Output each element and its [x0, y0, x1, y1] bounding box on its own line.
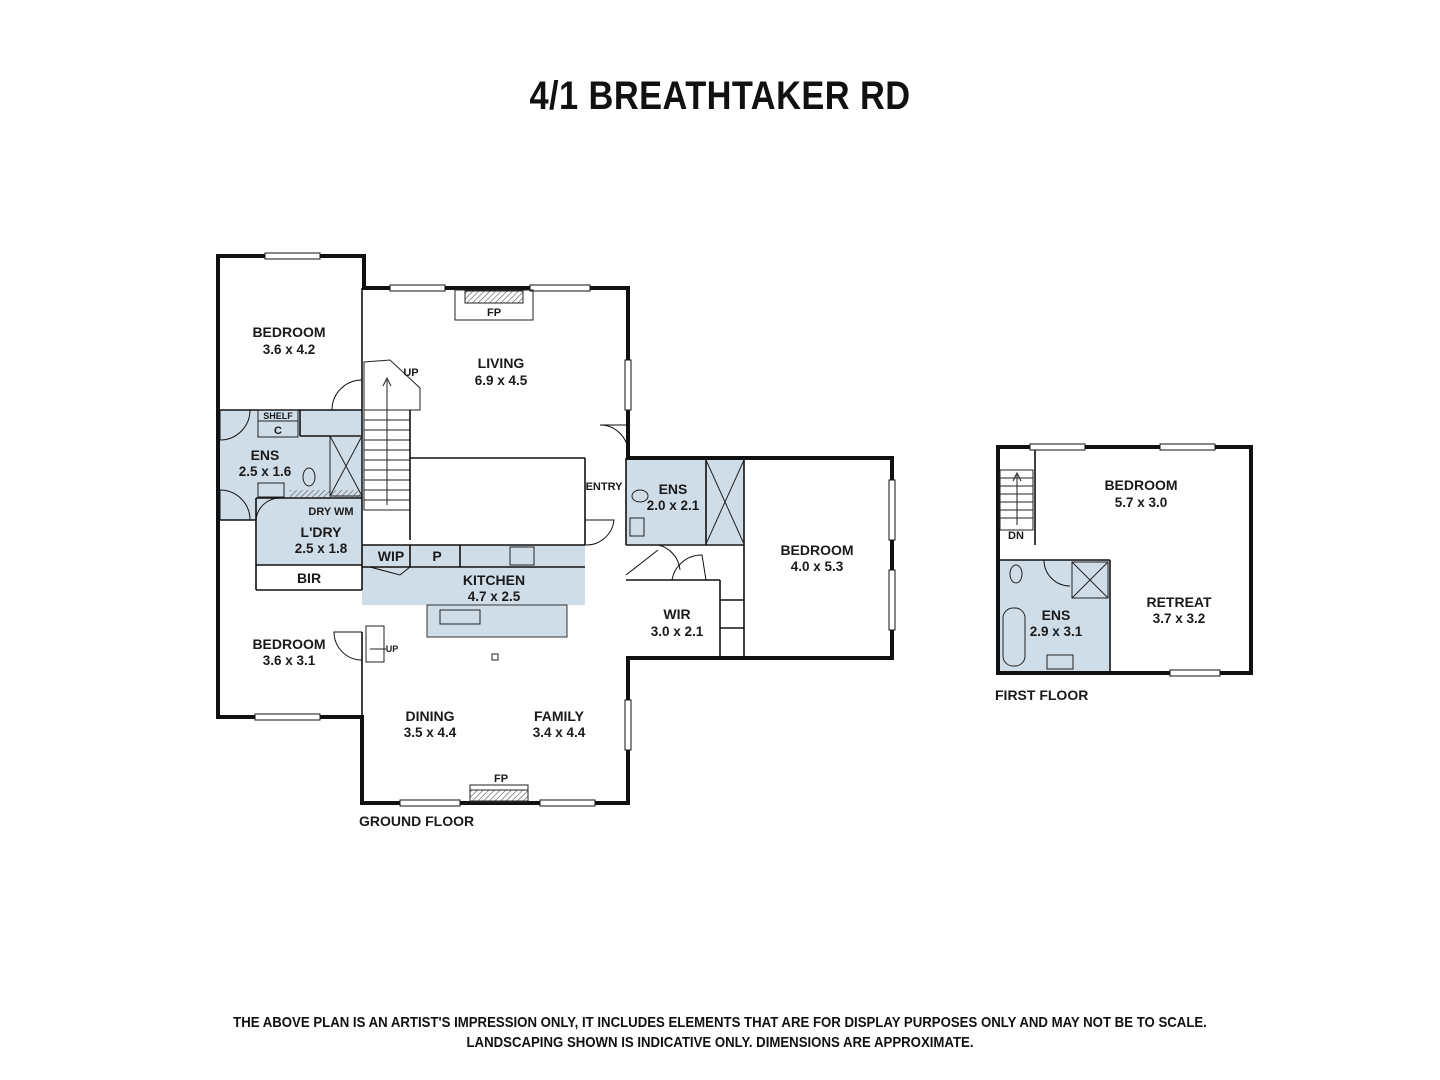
ff-staircase [999, 469, 1034, 531]
dining-dims: 3.5 x 4.4 [404, 725, 457, 740]
ground-floor-plan: BEDROOM 3.6 x 4.2 LIVING 6.9 x 4.5 FP UP… [216, 252, 896, 829]
ff-bedroom-dims: 5.7 x 3.0 [1115, 495, 1168, 510]
dry-wm-label: DRY WM [308, 506, 353, 518]
ff-ens-name: ENS [1042, 607, 1071, 623]
bedroom3-dims: 4.0 x 5.3 [791, 559, 844, 574]
window [888, 569, 896, 631]
toilet [302, 467, 316, 487]
fp-top-label: FP [487, 307, 501, 319]
ff-retreat-name: RETREAT [1146, 594, 1212, 610]
living-dims: 6.9 x 4.5 [475, 373, 528, 388]
up-small-label: UP [386, 644, 399, 654]
door [584, 519, 615, 546]
kitchen-sink [439, 609, 481, 625]
door [333, 631, 363, 661]
first-floor-label: FIRST FLOOR [995, 687, 1088, 703]
bedroom2-dims: 3.6 x 3.1 [263, 653, 316, 668]
wir-dims: 3.0 x 2.1 [651, 624, 704, 639]
disclaimer-line-2: LANDSCAPING SHOWN IS INDICATIVE ONLY. DI… [466, 1034, 974, 1051]
door [331, 379, 363, 411]
first-floor-plan: BEDROOM 5.7 x 3.0 DN RETREAT 3.7 x 3.2 E… [995, 443, 1253, 703]
window [624, 699, 632, 751]
up-main-label: UP [403, 367, 418, 379]
staircase [363, 359, 586, 545]
fireplace-bottom-hearth [469, 789, 529, 802]
bir-label: BIR [297, 570, 321, 586]
door [1043, 559, 1071, 587]
door [599, 424, 629, 456]
p-label: P [432, 548, 441, 564]
shelf-label: SHELF [263, 411, 293, 421]
bedroom2-name: BEDROOM [252, 636, 325, 652]
window [1159, 443, 1216, 451]
ens2-fill [626, 460, 744, 544]
window [399, 799, 461, 807]
family-name: FAMILY [534, 708, 585, 724]
window [254, 713, 321, 721]
c-label: C [274, 425, 282, 437]
ff-vanity [1046, 654, 1074, 670]
bedroom3-name: BEDROOM [780, 542, 853, 558]
ff-retreat-dims: 3.7 x 3.2 [1153, 611, 1206, 626]
fireplace-top [454, 289, 534, 321]
disclaimer: THE ABOVE PLAN IS AN ARTIST'S IMPRESSION… [86, 1013, 1353, 1053]
dn-label: DN [1008, 530, 1024, 542]
kitchen-name: KITCHEN [463, 572, 525, 588]
door [657, 544, 681, 571]
laundry-name: L'DRY [301, 524, 343, 540]
sink [257, 482, 285, 498]
door [219, 409, 251, 441]
ground-floor-label: GROUND FLOOR [359, 813, 474, 829]
window [529, 284, 591, 292]
ens2-name: ENS [659, 481, 688, 497]
door [219, 489, 251, 521]
window [539, 799, 596, 807]
ff-bedroom-name: BEDROOM [1104, 477, 1177, 493]
door [671, 554, 707, 581]
cooktop [509, 546, 535, 566]
laundry-fill [257, 498, 362, 565]
dining-name: DINING [406, 708, 455, 724]
ens2-toilet [631, 489, 649, 503]
window [1169, 669, 1221, 677]
family-dims: 3.4 x 4.4 [533, 725, 586, 740]
door [625, 549, 659, 576]
laundry-dims: 2.5 x 1.8 [295, 541, 348, 556]
wip-label: WIP [378, 548, 404, 564]
wir-name: WIR [663, 606, 690, 622]
shower-x [329, 435, 363, 497]
fireplace-top-hearth [464, 290, 524, 304]
ff-bath [1002, 607, 1026, 667]
shower-x [705, 459, 745, 545]
window [624, 359, 632, 411]
kitchen-dims: 4.7 x 2.5 [468, 589, 521, 604]
disclaimer-line-1: THE ABOVE PLAN IS AN ARTIST'S IMPRESSION… [233, 1014, 1207, 1031]
ff-toilet [1009, 564, 1023, 584]
ff-ens-fill [999, 560, 1109, 671]
ens1-dims: 2.5 x 1.6 [239, 464, 292, 479]
small-stair [365, 625, 385, 663]
door [369, 566, 411, 576]
bedroom1-dims: 3.6 x 4.2 [263, 342, 316, 357]
plan-title: 4/1 BREATHTAKER RD [529, 74, 911, 118]
ens2-dims: 2.0 x 2.1 [647, 498, 700, 513]
living-name: LIVING [478, 355, 525, 371]
marker [491, 653, 499, 661]
ff-ens-dims: 2.9 x 3.1 [1030, 624, 1083, 639]
window [888, 479, 896, 541]
ens2-vanity [629, 517, 645, 537]
window [389, 284, 446, 292]
ens1-name: ENS [251, 447, 280, 463]
entry-label: ENTRY [586, 481, 624, 493]
shower-x [1071, 561, 1109, 599]
cupboard [257, 420, 299, 438]
window [264, 252, 321, 260]
vanity [290, 490, 360, 498]
window [1029, 443, 1086, 451]
bedroom1-name: BEDROOM [252, 324, 325, 340]
ff-shower [1071, 561, 1109, 599]
fp-bottom-label: FP [494, 773, 508, 785]
door [255, 497, 281, 521]
